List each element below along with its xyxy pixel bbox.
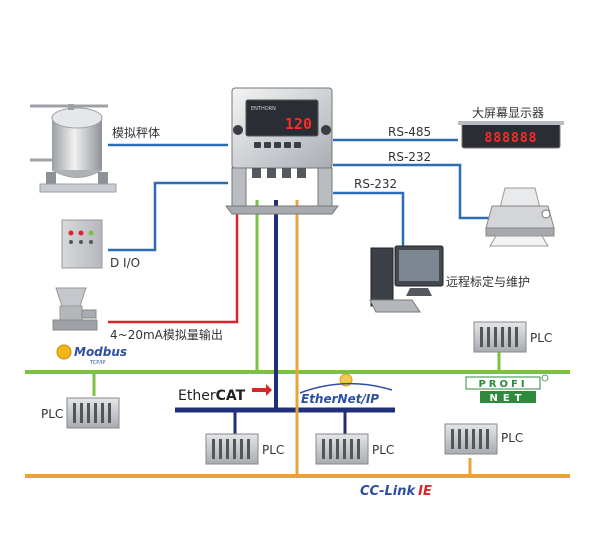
ethercat-logo-a: Ether [178, 388, 216, 404]
plc-unit-profinet [444, 423, 498, 455]
io-cabinet-icon [61, 219, 103, 269]
modbus-logo: Modbus TCP/IP [56, 344, 127, 366]
plc-label-profinet-top: PLC [530, 331, 552, 345]
ethercat-logo-text: EtherCAT [178, 388, 246, 404]
label-remote: 远程标定与维护 [446, 274, 530, 289]
rs232-mid-line [333, 191, 405, 248]
label-rs232-mid: RS-232 [354, 177, 397, 191]
plc-unit-left [66, 397, 120, 429]
plc-unit-profinet-top [473, 321, 527, 353]
profinet-logo-a: PROFI [478, 379, 527, 390]
indicator-display: 120 [285, 115, 312, 133]
hopper-valve-icon [52, 287, 98, 331]
label-dio: D I/O [110, 256, 140, 270]
cclink-logo-a: CC-Link [360, 484, 416, 499]
ethernetip-logo-text: EtherNet/IP [301, 392, 379, 406]
profinet-logo: PROFI NET [465, 374, 549, 404]
plc-unit-ethercat [205, 433, 259, 465]
label-rs232-top: RS-232 [388, 150, 431, 164]
ethernetip-logo: EtherNet/IP [299, 373, 393, 406]
modbus-logo-sub: TCP/IP [89, 360, 105, 366]
modbus-logo-text: Modbus [74, 345, 127, 359]
weighing-indicator: ENTHORN 120 [225, 87, 339, 215]
label-analog-scale: 模拟秤体 [112, 126, 160, 140]
rs232-top-line [333, 163, 490, 220]
plc-label-profinet: PLC [501, 431, 523, 445]
tank-scale-icon [30, 104, 117, 193]
plc-label-ethercat: PLC [262, 443, 284, 457]
label-analog-out: 4~20mA模拟量输出 [110, 327, 223, 342]
cclink-logo-b: IE [418, 484, 432, 499]
label-big-display: 大屏幕显示器 [472, 106, 544, 120]
computer-icon [369, 245, 444, 313]
plc-label-left: PLC [41, 407, 63, 421]
plc-label-ethernetip: PLC [372, 443, 394, 457]
ethercat-logo-b: CAT [216, 388, 246, 404]
ethercat-logo: EtherCAT [178, 384, 272, 404]
big-display-icon: 888888 [458, 121, 564, 149]
dio-line [108, 181, 228, 252]
indicator-brand: ENTHORN [251, 106, 276, 112]
analog-out-line [108, 200, 239, 324]
profinet-logo-b: NET [489, 393, 526, 404]
plc-unit-ethernetip [315, 433, 369, 465]
big-display-value: 888888 [485, 131, 538, 146]
printer-icon [485, 187, 555, 247]
label-rs485: RS-485 [388, 125, 431, 139]
